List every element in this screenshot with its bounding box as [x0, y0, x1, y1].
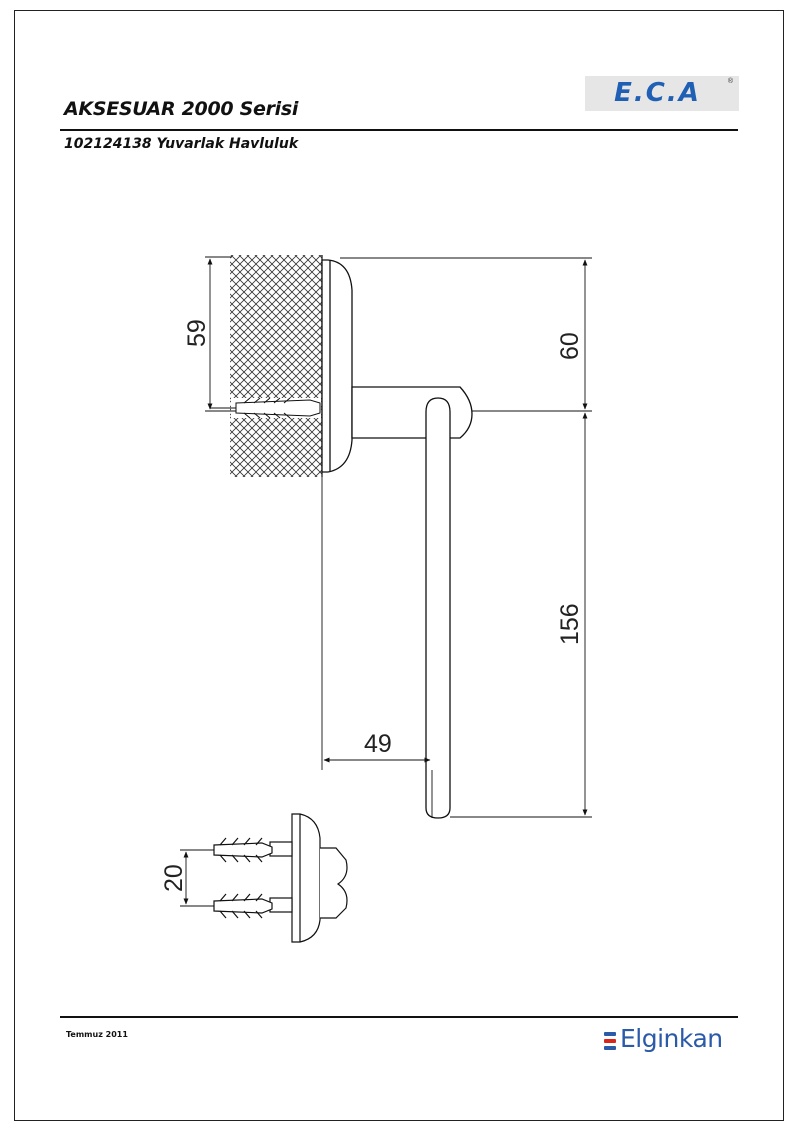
dimension-59-label: 59: [183, 319, 211, 347]
product-title: 102124138 Yuvarlak Havluluk: [64, 136, 299, 152]
eca-logo-text: E.C.A: [614, 78, 701, 108]
dimension-20: 20: [160, 851, 189, 905]
dimension-49: 49: [323, 730, 431, 763]
footer-rule: [60, 1016, 738, 1018]
series-title: AKSESUAR 2000 Serisi: [64, 98, 299, 120]
dimension-20-label: 20: [160, 864, 188, 892]
dimension-156-label: 156: [556, 603, 584, 645]
elginkan-logo-icon: [604, 1032, 616, 1052]
eca-logo: E.C.A ®: [585, 76, 739, 111]
extension-lines: [205, 256, 592, 818]
arm: [351, 386, 473, 439]
wall-flange: [321, 259, 353, 473]
dimension-59: 59: [183, 258, 213, 410]
towel-ring: [425, 397, 451, 819]
dimension-49-label: 49: [364, 730, 392, 758]
registered-mark: ®: [727, 78, 733, 85]
wall-plug: [210, 397, 321, 419]
dimension-60: 60: [556, 259, 588, 410]
footer-date: Temmuz 2011: [66, 1030, 128, 1039]
header-rule: [60, 129, 738, 131]
mounting-detail: [180, 813, 348, 943]
wall-section: [230, 255, 323, 477]
elginkan-logo-text: Elginkan: [620, 1024, 723, 1053]
elginkan-logo: Elginkan: [604, 1024, 744, 1058]
page-border: [14, 10, 784, 1121]
dimension-60-label: 60: [556, 332, 584, 360]
dimension-156: 156: [556, 412, 588, 816]
